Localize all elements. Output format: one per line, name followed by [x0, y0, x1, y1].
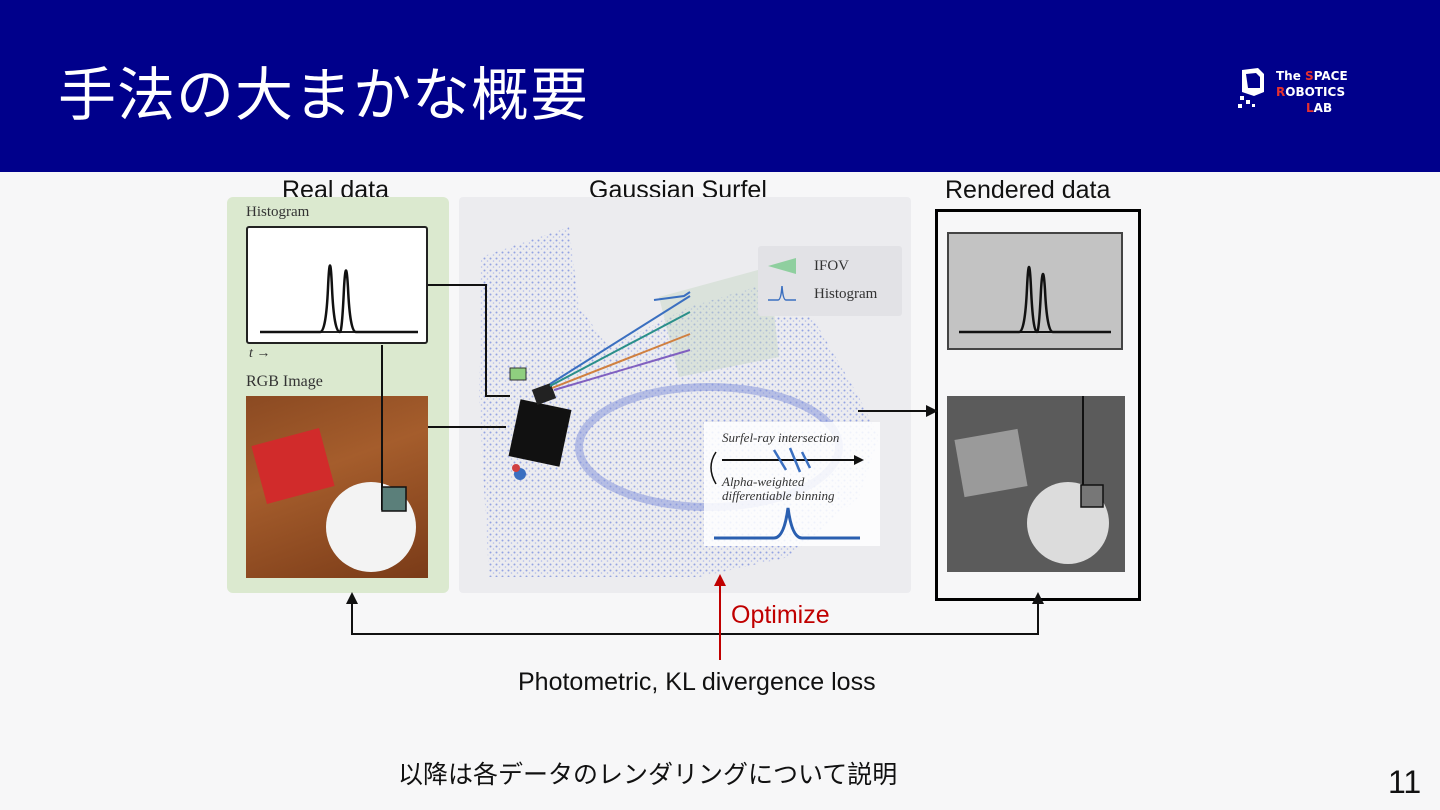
slide-caption: 以降は各データのレンダリングについて説明	[398, 755, 897, 791]
page-number: 11	[1388, 764, 1421, 801]
loss-label: Photometric, KL divergence loss	[518, 668, 876, 697]
optimize-label: Optimize	[731, 601, 830, 630]
